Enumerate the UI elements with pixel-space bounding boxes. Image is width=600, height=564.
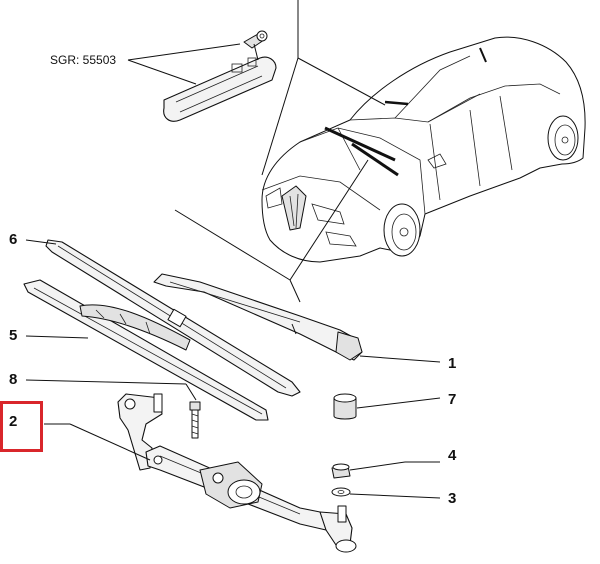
sgr-callout: SGR: 55503	[50, 43, 241, 85]
sgr-label: SGR: 55503	[50, 53, 116, 67]
callout-3: 3	[448, 490, 456, 507]
callout-numbers: 6 5 8 1 7 4 3	[9, 231, 457, 507]
wiper-blade-part-5	[23, 279, 269, 421]
callout-8: 8	[9, 371, 17, 388]
callout-4: 4	[448, 447, 457, 464]
part-2-highlight: 2	[0, 401, 43, 452]
callout-6: 6	[9, 231, 17, 248]
callout-5: 5	[9, 327, 17, 344]
washer-part-3	[331, 487, 351, 497]
blade-refill-part-6	[45, 239, 301, 397]
highlight-box	[0, 401, 43, 452]
connector-part	[163, 30, 277, 122]
wiper-arm-part-1	[153, 273, 363, 361]
car-illustration	[261, 36, 586, 263]
linkage-motor-part-2	[117, 393, 357, 553]
nut-part-4	[331, 463, 351, 479]
callout-1: 1	[448, 355, 456, 372]
bolt-part-8	[189, 401, 201, 439]
guide-lines	[174, 0, 386, 303]
callout-leaders	[25, 239, 441, 499]
callout-2: 2	[9, 413, 17, 430]
callout-7: 7	[448, 391, 456, 408]
cap-part-7	[333, 393, 357, 420]
